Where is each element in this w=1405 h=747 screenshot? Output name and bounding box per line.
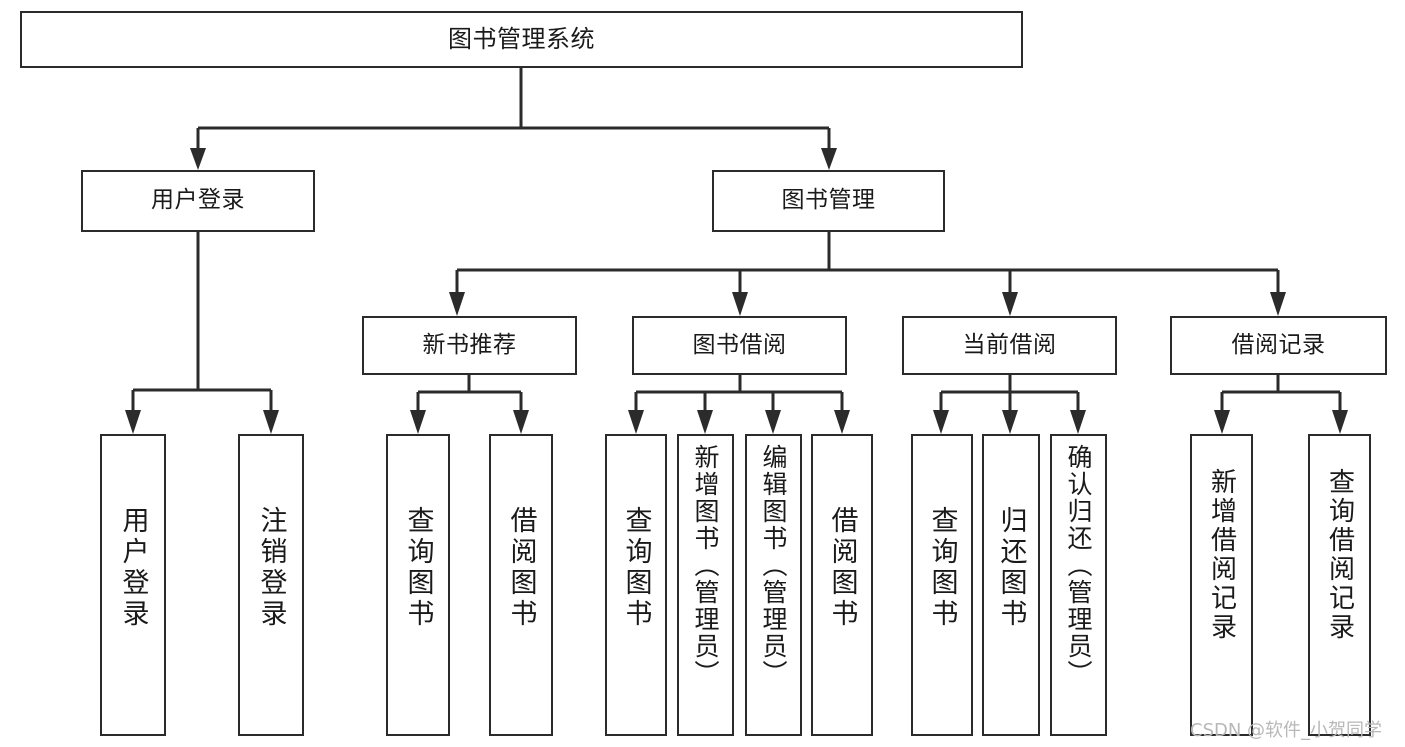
leaf-current-borrow-confirm-return-admin[interactable]: 确认归还（管理员） [1050,434,1107,736]
node-borrow-record[interactable]: 借阅记录 [1170,316,1387,375]
leaf-borrow-record-add-record[interactable]: 新增借阅记录 [1190,434,1253,736]
leaf-borrow-record-query-record[interactable]: 查询借阅记录 [1308,434,1371,736]
leaf-user-login-login[interactable]: 用户登录 [100,434,166,736]
node-book-borrow[interactable]: 图书借阅 [632,316,847,375]
leaf-current-borrow-query-book[interactable]: 查询图书 [911,434,973,736]
node-label: 用户登录 [151,187,245,214]
node-label: 新增借阅记录 [1206,468,1237,642]
leaf-new-book-query-book[interactable]: 查询图书 [386,434,450,736]
leaf-book-borrow-edit-book-admin[interactable]: 编辑图书（管理员） [745,434,802,736]
node-label: 图书管理 [781,187,876,214]
node-label: 查询图书 [402,506,434,630]
node-label: 注销登录 [255,506,287,630]
node-label: 新增图书（管理员） [691,444,720,687]
node-user-login[interactable]: 用户登录 [81,170,315,232]
leaf-book-borrow-query-book[interactable]: 查询图书 [605,434,667,736]
node-label: 查询图书 [926,506,958,630]
node-label: 借阅图书 [826,506,858,630]
node-label: 编辑图书（管理员） [759,444,788,687]
leaf-current-borrow-return-book[interactable]: 归还图书 [982,434,1040,736]
node-label: 用户登录 [117,506,149,630]
node-label: 确认归还（管理员） [1064,444,1093,687]
node-label: 查询借阅记录 [1324,468,1355,642]
node-label: 归还图书 [995,506,1027,630]
node-root-book-management-system[interactable]: 图书管理系统 [20,11,1023,68]
node-label: 当前借阅 [962,331,1057,358]
node-new-book-recommend[interactable]: 新书推荐 [362,316,577,375]
node-label: 借阅记录 [1231,331,1326,358]
node-label: 借阅图书 [505,506,537,630]
leaf-book-borrow-borrow-book[interactable]: 借阅图书 [811,434,873,736]
node-label: 图书管理系统 [448,25,595,54]
leaf-user-login-logout[interactable]: 注销登录 [238,434,304,736]
node-label: 图书借阅 [692,331,787,358]
node-book-management[interactable]: 图书管理 [712,170,945,232]
node-label: 新书推荐 [422,331,517,358]
leaf-book-borrow-add-book-admin[interactable]: 新增图书（管理员） [677,434,734,736]
leaf-new-book-borrow-book[interactable]: 借阅图书 [489,434,553,736]
csdn-watermark: CSDN @软件_小贺同学 [1190,720,1383,741]
node-current-borrow[interactable]: 当前借阅 [902,316,1117,375]
node-label: 查询图书 [620,506,652,630]
